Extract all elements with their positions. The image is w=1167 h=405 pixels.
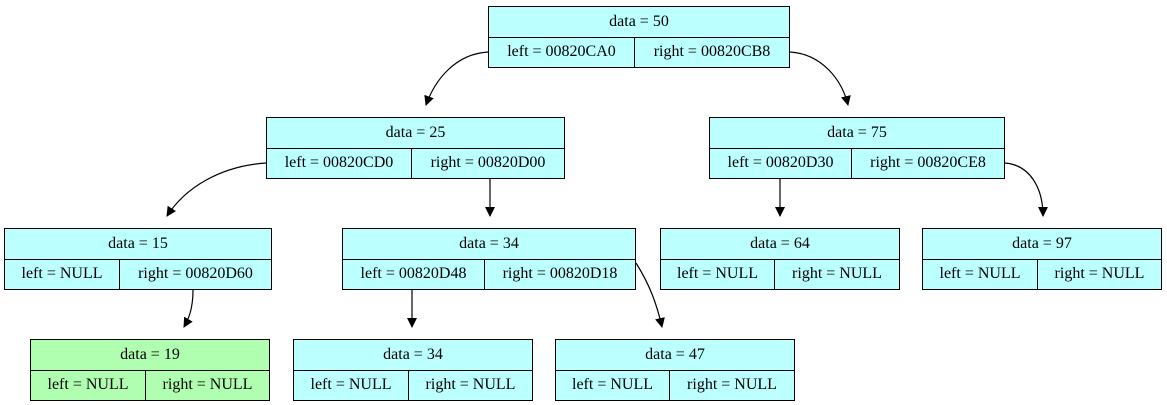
edge-n75-right-to-n97 [1004, 162, 1048, 217]
node-left-pointer: left = 00820D48 [343, 259, 485, 289]
node-data-label: data = 15 [5, 229, 271, 260]
node-data-label: data = 75 [710, 118, 1004, 149]
node-right-pointer: right = 00820D00 [430, 154, 546, 172]
node-right-pointer: right = 00820CE8 [870, 154, 986, 172]
node-pointer-row: left = NULL right = NULL [923, 259, 1161, 289]
node-right-pointer: right = NULL [792, 265, 882, 283]
node-left-pointer: left = NULL [661, 259, 775, 289]
node-right-pointer: right = NULL [1054, 265, 1145, 283]
node-pointer-row: left = 00820CA0 right = 00820CB8 [489, 37, 789, 67]
edge-n15-right-to-n19 [183, 289, 194, 328]
node-data-label: data = 34 [294, 340, 532, 371]
node-left-pointer: left = NULL [923, 259, 1038, 289]
edge-n34a-right-to-n47 [635, 262, 665, 328]
node-pointer-row: left = NULL right = NULL [31, 370, 269, 400]
node-data-label: data = 64 [661, 229, 899, 260]
node-left-pointer: left = 00820D30 [710, 148, 852, 178]
node-left-pointer: left = NULL [31, 370, 146, 400]
node-pointer-row: left = NULL right = NULL [294, 370, 532, 400]
node-data-label: data = 25 [267, 118, 564, 149]
edge-n50-left-to-n25 [424, 51, 489, 106]
node-right-pointer: right = 00820D60 [138, 265, 253, 283]
node-data-label: data = 50 [489, 7, 789, 38]
node-right-pointer: right = NULL [425, 376, 516, 394]
node-left-pointer: left = 00820CA0 [489, 37, 635, 67]
node-left-pointer: left = NULL [5, 259, 120, 289]
node-pointer-row: left = 00820CD0 right = 00820D00 [267, 148, 564, 178]
node-left-pointer: left = 00820CD0 [267, 148, 412, 178]
node-data-label: data = 97 [923, 229, 1161, 260]
node-data-label: data = 34 [343, 229, 635, 260]
node-left-pointer: left = NULL [556, 370, 670, 400]
node-pointer-row: left = NULL right = NULL [556, 370, 794, 400]
node-data-label: data = 47 [556, 340, 794, 371]
node-pointer-row: left = NULL right = 00820D60 [5, 259, 271, 289]
node-pointer-row: left = 00820D48 right = 00820D18 [343, 259, 635, 289]
node-right-pointer: right = 00820CB8 [653, 43, 771, 61]
edge-n50-right-to-n75 [789, 51, 851, 106]
node-left-pointer: left = NULL [294, 370, 409, 400]
node-pointer-row: left = NULL right = NULL [661, 259, 899, 289]
node-data-label: data = 19 [31, 340, 269, 371]
node-right-pointer: right = NULL [162, 376, 253, 394]
node-right-pointer: right = 00820D18 [502, 265, 618, 283]
node-right-pointer: right = NULL [687, 376, 777, 394]
node-pointer-row: left = 00820D30 right = 00820CE8 [710, 148, 1004, 178]
edge-n25-left-to-n15 [166, 162, 267, 217]
